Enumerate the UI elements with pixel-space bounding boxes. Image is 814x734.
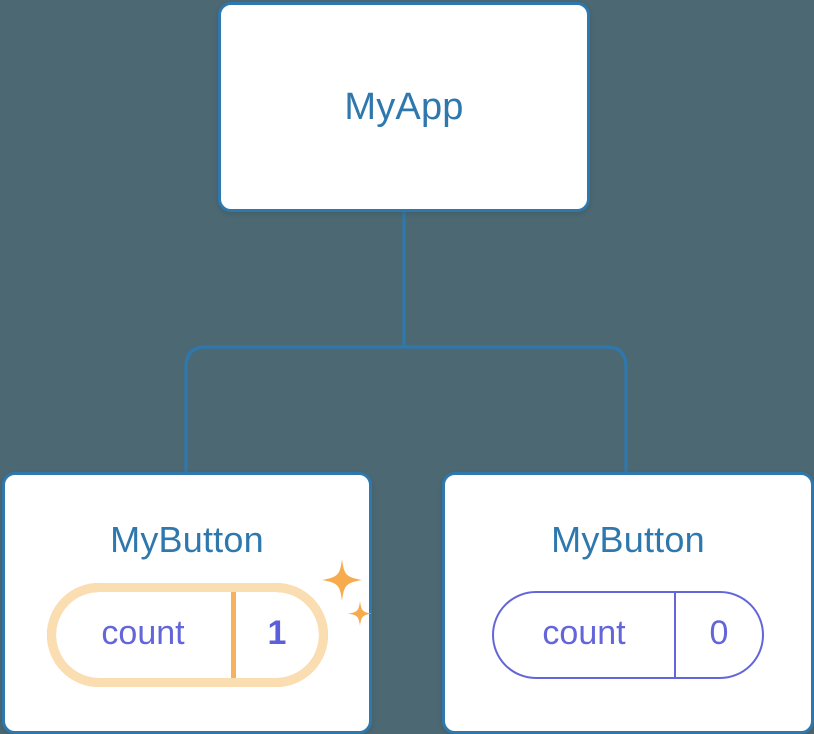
node-mybutton-right-title: MyButton [551,519,705,560]
state-pill-right-wrapper: count 0 [492,591,764,679]
sparkle-star-small-icon [347,601,372,626]
sparkle-group [321,559,372,626]
node-myapp[interactable]: MyApp [218,2,590,212]
state-pill-right-value: 0 [674,593,762,677]
state-pill-right[interactable]: count 0 [492,591,764,679]
state-pill-left-wrapper: count 1 [46,559,372,687]
node-mybutton-right[interactable]: MyButton count 0 [442,472,814,734]
state-pill-left[interactable]: count 1 [46,583,328,687]
node-myapp-title: MyApp [344,85,464,128]
sparkle-star-icon [321,559,362,601]
node-mybutton-left[interactable]: MyButton count 1 [2,472,372,734]
state-pill-right-key: count [542,614,626,652]
edge-branch-bar [184,345,628,472]
state-pill-left-glow [46,583,328,687]
node-mybutton-left-title: MyButton [110,519,264,560]
